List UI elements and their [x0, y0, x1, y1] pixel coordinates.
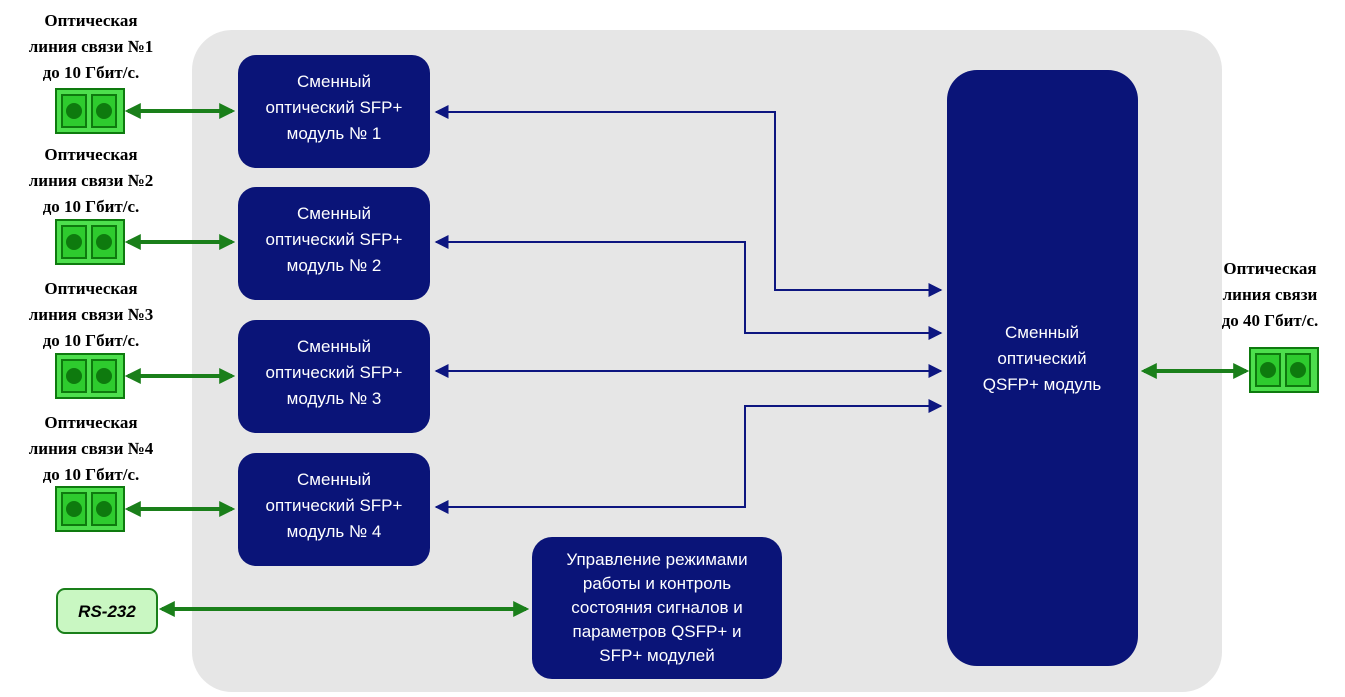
input-label-1-line-2: линия связи №1 — [29, 37, 154, 56]
rs232-port: RS-232 — [56, 588, 158, 634]
sfp-module-1-line-3: модуль № 1 — [287, 124, 382, 143]
control-block-line-2: работы и контроль — [583, 574, 731, 593]
output-label-line-1: Оптическая — [1223, 259, 1316, 278]
fiber-connector-icon-1 — [55, 88, 125, 134]
sfp-module-2-line-2: оптический SFP+ — [266, 230, 403, 249]
input-label-1-line-3: до 10 Гбит/с. — [43, 63, 140, 82]
sfp-module-3-line-1: Сменный — [297, 337, 371, 356]
input-label-2-line-1: Оптическая — [44, 145, 137, 164]
sfp-module-3-line-2: оптический SFP+ — [266, 363, 403, 382]
output-label-line-2: линия связи — [1223, 285, 1318, 304]
qsfp-module-line-2: оптический — [997, 349, 1086, 368]
input-label-2-line-3: до 10 Гбит/с. — [43, 197, 140, 216]
sfp-module-4: Сменный оптический SFP+ модуль № 4 — [238, 453, 430, 566]
input-label-2-line-2: линия связи №2 — [29, 171, 154, 190]
input-label-3-line-3: до 10 Гбит/с. — [43, 331, 140, 350]
input-label-3: Оптическая линия связи №3 до 10 Гбит/с. — [29, 279, 154, 350]
input-label-2: Оптическая линия связи №2 до 10 Гбит/с. — [29, 145, 154, 216]
control-block: Управление режимами работы и контроль со… — [532, 537, 782, 679]
input-label-3-line-2: линия связи №3 — [29, 305, 154, 324]
sfp-module-4-line-3: модуль № 4 — [287, 522, 382, 541]
sfp-module-1-line-1: Сменный — [297, 72, 371, 91]
sfp-module-3-line-3: модуль № 3 — [287, 389, 382, 408]
sfp-module-2-line-3: модуль № 2 — [287, 256, 382, 275]
fiber-connector-icon-2 — [55, 219, 125, 265]
sfp-module-1-line-2: оптический SFP+ — [266, 98, 403, 117]
sfp-module-2-line-1: Сменный — [297, 204, 371, 223]
qsfp-module: Сменный оптический QSFP+ модуль — [947, 70, 1138, 666]
input-label-4-line-3: до 10 Гбит/с. — [43, 465, 140, 484]
input-label-3-line-1: Оптическая — [44, 279, 137, 298]
rs232-label: RS-232 — [78, 602, 136, 621]
input-label-1-line-1: Оптическая — [44, 11, 137, 30]
control-block-line-5: SFP+ модулей — [599, 646, 714, 665]
control-block-line-3: состояния сигналов и — [571, 598, 743, 617]
link-line-2 — [434, 235, 943, 340]
input-label-4-line-1: Оптическая — [44, 413, 137, 432]
control-block-line-4: параметров QSFP+ и — [572, 622, 741, 641]
output-label-line-3: до 40 Гбит/с. — [1222, 311, 1319, 330]
qsfp-module-line-3: QSFP+ модуль — [983, 375, 1102, 394]
control-block-line-1: Управление режимами — [566, 550, 747, 569]
sfp-module-4-line-2: оптический SFP+ — [266, 496, 403, 515]
input-label-4-line-2: линия связи №4 — [29, 439, 154, 458]
link-line-4 — [434, 399, 943, 514]
fiber-connector-icon-4 — [55, 486, 125, 532]
fiber-connector-icon-output — [1249, 347, 1319, 393]
qsfp-module-line-1: Сменный — [1005, 323, 1079, 342]
output-label: Оптическая линия связи до 40 Гбит/с. — [1222, 259, 1319, 330]
sfp-module-4-line-1: Сменный — [297, 470, 371, 489]
sfp-module-2: Сменный оптический SFP+ модуль № 2 — [238, 187, 430, 300]
fiber-connector-icon-3 — [55, 353, 125, 399]
input-label-1: Оптическая линия связи №1 до 10 Гбит/с. — [29, 11, 154, 82]
sfp-module-1: Сменный оптический SFP+ модуль № 1 — [238, 55, 430, 168]
input-label-4: Оптическая линия связи №4 до 10 Гбит/с. — [29, 413, 154, 484]
sfp-module-3: Сменный оптический SFP+ модуль № 3 — [238, 320, 430, 433]
